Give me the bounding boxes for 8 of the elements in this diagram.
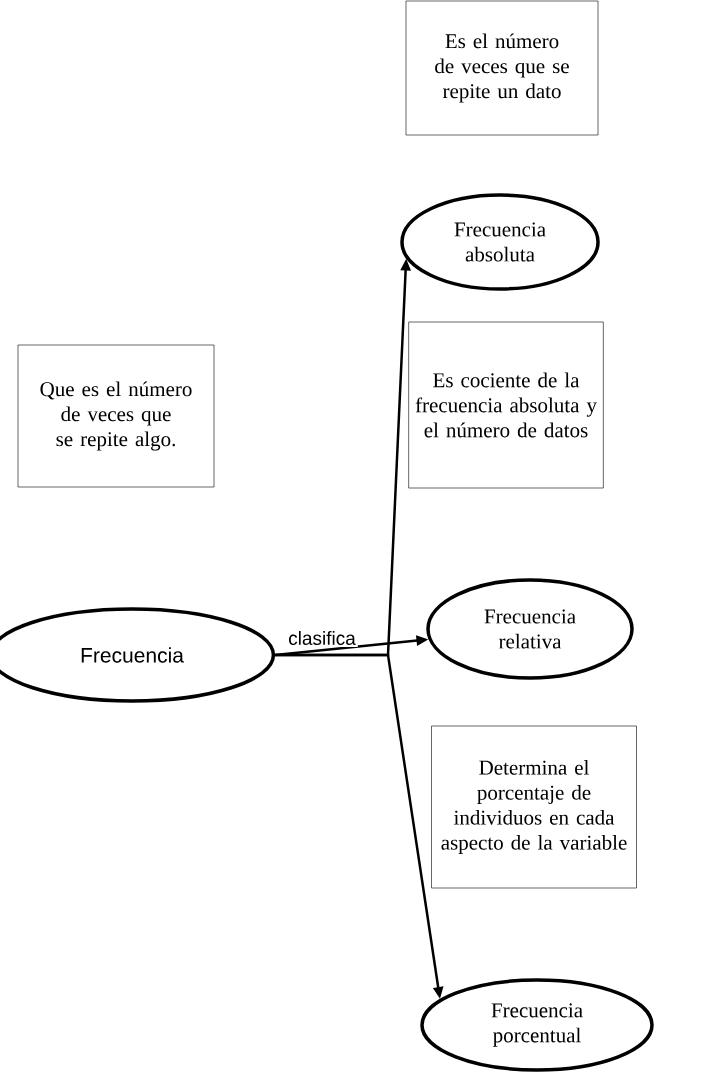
edge-label: clasifica [286,629,358,647]
text-box: Que es el número de veces que se repite algo. [17,344,215,488]
text-box: Es cociente de la frecuencia absoluta y el número de datos [408,321,604,489]
oval-node: Frecuencia porcentual [420,978,654,1072]
text-box: Determina el porcentaje de individuos en cada aspecto de la variable [431,725,637,889]
oval-node: Frecuencia relativa [426,578,634,680]
oval-node: Frecuencia absoluta [400,193,600,291]
text-box: Es el número de veces que se repite un dato [405,0,599,136]
